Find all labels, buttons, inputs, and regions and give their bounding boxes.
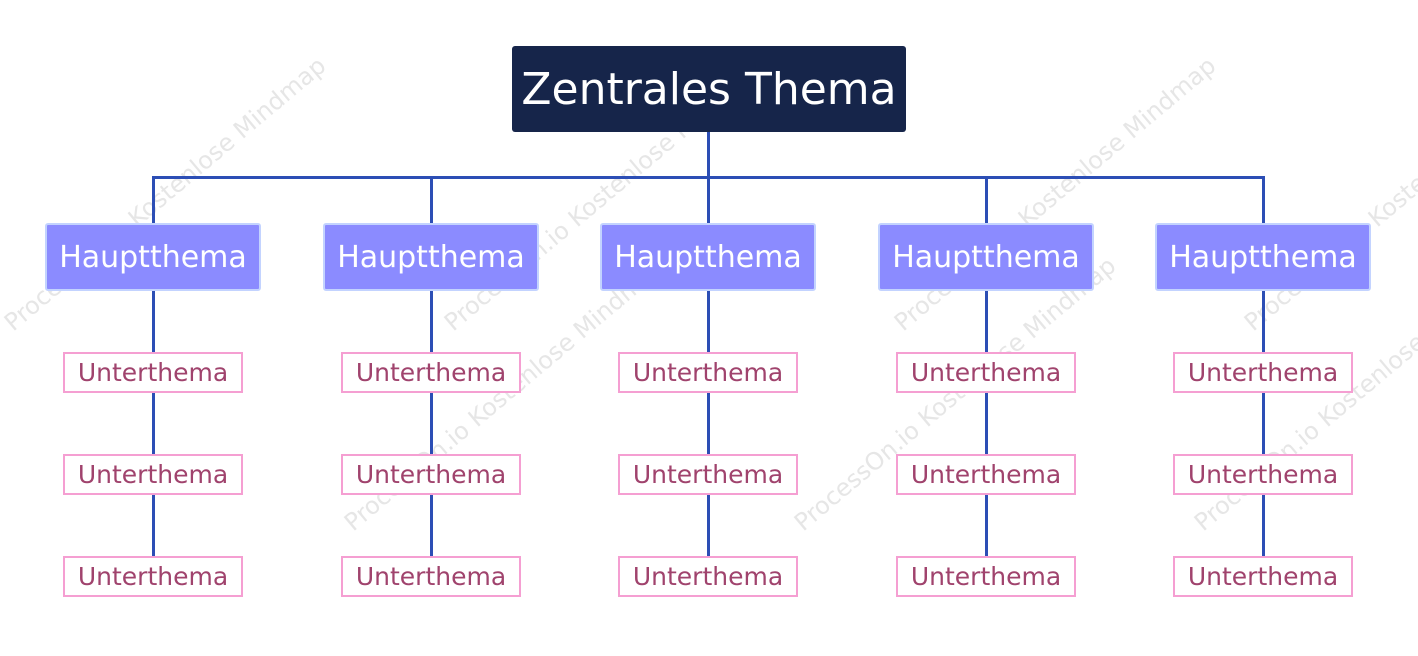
watermark: ProcessOn.io Kostenlose Mindmap [888,51,1222,337]
main-topic-label: Hauptthema [337,239,525,275]
main-topic-1[interactable]: Hauptthema [45,223,261,291]
subtopic-label: Unterthema [355,358,507,387]
connector-central-stem [707,132,710,178]
subtopic-label: Unterthema [910,460,1062,489]
subtopic-label: Unterthema [1187,358,1339,387]
subtopic-3-2[interactable]: Unterthema [618,454,798,495]
subtopic-4-3[interactable]: Unterthema [896,556,1076,597]
subtopic-3-1[interactable]: Unterthema [618,352,798,393]
subtopic-1-2[interactable]: Unterthema [63,454,243,495]
subtopic-label: Unterthema [1187,562,1339,591]
subtopic-label: Unterthema [632,358,784,387]
subtopic-label: Unterthema [632,562,784,591]
subtopic-1-3[interactable]: Unterthema [63,556,243,597]
subtopic-5-3[interactable]: Unterthema [1173,556,1353,597]
subtopic-3-3[interactable]: Unterthema [618,556,798,597]
subtopic-label: Unterthema [77,460,229,489]
subtopic-label: Unterthema [632,460,784,489]
subtopic-label: Unterthema [77,562,229,591]
main-topic-label: Hauptthema [59,239,247,275]
subtopic-4-2[interactable]: Unterthema [896,454,1076,495]
main-topic-4[interactable]: Hauptthema [878,223,1094,291]
main-topic-5[interactable]: Hauptthema [1155,223,1371,291]
watermark: ProcessOn.io Kostenlose Mindmap [1239,51,1418,336]
main-topic-label: Hauptthema [614,239,802,275]
central-topic[interactable]: Zentrales Thema [512,46,906,132]
subtopic-1-1[interactable]: Unterthema [63,352,243,393]
subtopic-label: Unterthema [1187,460,1339,489]
watermark: ProcessOn.io Kostenlose Mindmap [0,51,332,337]
subtopic-label: Unterthema [355,562,507,591]
main-topic-label: Hauptthema [892,239,1080,275]
main-topic-label: Hauptthema [1169,239,1357,275]
central-topic-label: Zentrales Thema [521,63,897,115]
subtopic-label: Unterthema [77,358,229,387]
subtopic-5-2[interactable]: Unterthema [1173,454,1353,495]
main-topic-2[interactable]: Hauptthema [323,223,539,291]
main-topic-3[interactable]: Hauptthema [600,223,816,291]
subtopic-5-1[interactable]: Unterthema [1173,352,1353,393]
subtopic-label: Unterthema [910,562,1062,591]
subtopic-4-1[interactable]: Unterthema [896,352,1076,393]
subtopic-label: Unterthema [355,460,507,489]
subtopic-2-3[interactable]: Unterthema [341,556,521,597]
subtopic-label: Unterthema [910,358,1062,387]
subtopic-2-2[interactable]: Unterthema [341,454,521,495]
subtopic-2-1[interactable]: Unterthema [341,352,521,393]
